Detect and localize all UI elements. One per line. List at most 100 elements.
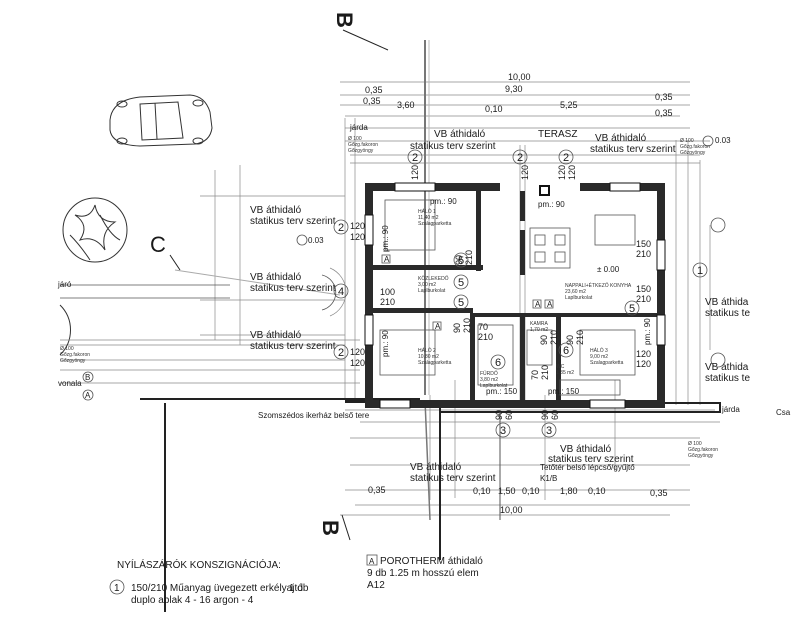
vb-sub: statikus terv szerint: [250, 216, 336, 227]
dim-bottom: 1,50: [498, 486, 516, 496]
opening-sizes: 120 120 120 120 90 210 150 210 100 210 1…: [350, 165, 651, 420]
room-name: KAMRA: [530, 321, 548, 327]
room-area: 1,35 m2: [556, 370, 574, 376]
legend-item-text: 150/210 Műanyag üvegezett erkélyajtó: [131, 583, 303, 594]
opening-size: 90: [494, 410, 504, 420]
dim-top-total: 10,00: [508, 72, 531, 82]
room-floor: Szalagparketta: [418, 360, 452, 366]
label-b-mark: B: [85, 373, 90, 382]
vb-title: VB áthida: [705, 362, 749, 373]
dim-bottom: 0,35: [650, 488, 668, 498]
dim-top: 5,25: [560, 100, 578, 110]
pm-label: pm.: 90: [643, 318, 652, 345]
level-right: 0.03: [715, 136, 731, 145]
opening-size: 210: [636, 249, 651, 259]
vb-sub: statikus te: [705, 308, 750, 319]
section-marker-c: C: [150, 232, 166, 257]
legend: NYÍLÁSZÁRÓK KONSZIGNÁCIÓJA: 1 150/210 Mű…: [109, 554, 483, 606]
opening-size: 90: [452, 323, 462, 333]
legend-title: NYÍLÁSZÁRÓK KONSZIGNÁCIÓJA:: [117, 558, 281, 571]
opening-size: 120: [410, 165, 420, 180]
plant-label: Gőzgyöngy: [60, 358, 86, 364]
tree-illustration: [59, 197, 128, 356]
dim-top: 0,35: [365, 85, 383, 95]
furniture: [379, 199, 636, 396]
opening-size: 210: [462, 318, 472, 333]
opening-size: 100: [380, 287, 395, 297]
building-walls: [364, 182, 666, 409]
legend-a-mark: A: [369, 557, 375, 566]
dim-bottom: 0,35: [368, 485, 386, 495]
opening-size: 120: [557, 165, 567, 180]
vb-title: VB áthidaló: [410, 462, 462, 473]
marker-num: 5: [629, 303, 635, 315]
marker-num: 2: [338, 347, 344, 359]
marker-num: 5: [458, 255, 464, 267]
pm-label: pm.: 150: [486, 387, 518, 396]
vb-sub: statikus terv szerint: [548, 454, 634, 465]
opening-size: 210: [549, 330, 559, 345]
vb-title: VB áthida: [705, 297, 749, 308]
opening-size: 70: [530, 370, 540, 380]
door-arc: [321, 274, 337, 311]
vb-title: VB áthidaló: [250, 205, 302, 216]
room-name: HÁLÓ 1: [418, 208, 436, 215]
vb-labels: VB áthidaló statikus terv szerint VB áth…: [250, 129, 750, 484]
opening-size: 120: [636, 349, 651, 359]
opening-size: 210: [464, 250, 474, 265]
legend-item-cut: duplo ablak 4 - 16 argon - 4: [131, 595, 254, 606]
opening-size: 210: [380, 297, 395, 307]
level-marker: [702, 135, 714, 147]
dim-bottom: 1,80: [560, 486, 578, 496]
level-marker: [296, 234, 308, 246]
marker-num: 3: [500, 425, 506, 437]
plant-label: Gőzg.fakoron: [348, 142, 378, 148]
opening-markers: 1 2 2 2 2 2 3 3 4 5 5 5 5 6 6: [333, 149, 726, 438]
legend-item-circle: [109, 579, 125, 595]
plant-label: Gőzgyöngy: [688, 453, 714, 459]
plant-label: Gőzg.fakoron: [688, 447, 718, 453]
opening-size: 120: [350, 221, 365, 231]
opening-size: 120: [350, 358, 365, 368]
marker-num: 6: [563, 345, 569, 357]
marker-num: 2: [563, 152, 569, 164]
opening-size: 120: [350, 347, 365, 357]
room-area: 3,80 m2: [480, 377, 498, 383]
top-dimensions: 10,00 0,35 9,30 0,35 0,35 3,60 0,10 5,25…: [363, 72, 673, 118]
left-street: [60, 284, 360, 384]
dim-top: 0,35: [655, 92, 673, 102]
dim-bottom-total: 10,00: [500, 505, 523, 515]
label-szomszedos: Szomszédos ikerház belső tere: [258, 411, 370, 420]
label-vonala: vonala: [58, 379, 82, 388]
opening-size: 150: [636, 284, 651, 294]
vb-title: VB áthidaló: [560, 444, 612, 455]
opening-size: 90: [539, 335, 549, 345]
room-name: WC: [556, 364, 565, 370]
room-name: KÖZLEKEDŐ: [418, 275, 449, 282]
door-arc: [329, 267, 347, 317]
construction-lines: [60, 81, 720, 516]
dim-bottom: 0,10: [473, 486, 491, 496]
marker-num: 5: [458, 297, 464, 309]
vb-title: VB áthidaló: [250, 330, 302, 341]
pm-label: pm.: 90: [538, 200, 565, 209]
room-area: 23,60 m2: [565, 289, 586, 295]
plant-labels: Ø 100 Gőzg.fakoron Gőzgyöngy Ø 100 Gőzg.…: [60, 136, 718, 459]
vb-sub: statikus terv szerint: [250, 341, 336, 352]
room-floor: Laplburkolat: [418, 288, 446, 294]
level-floor: ± 0.00: [597, 265, 620, 274]
label-jaro: járó: [57, 280, 72, 289]
marker-num: 3: [546, 425, 552, 437]
opening-size: 120: [350, 232, 365, 242]
marker-num: 4: [338, 286, 344, 298]
vb-sub: statikus te: [705, 373, 750, 384]
a-mark: A: [384, 255, 390, 264]
opening-size: 90: [540, 410, 550, 420]
level-left: 0.03: [308, 236, 324, 245]
dim-top: 9,30: [505, 84, 523, 94]
car-illustration: [109, 94, 213, 147]
pm-label: pm.: 90: [381, 225, 390, 252]
marker-circle: [82, 371, 94, 383]
room-area: 3,00 m2: [418, 282, 436, 288]
room-area: 10,80 m2: [418, 354, 439, 360]
